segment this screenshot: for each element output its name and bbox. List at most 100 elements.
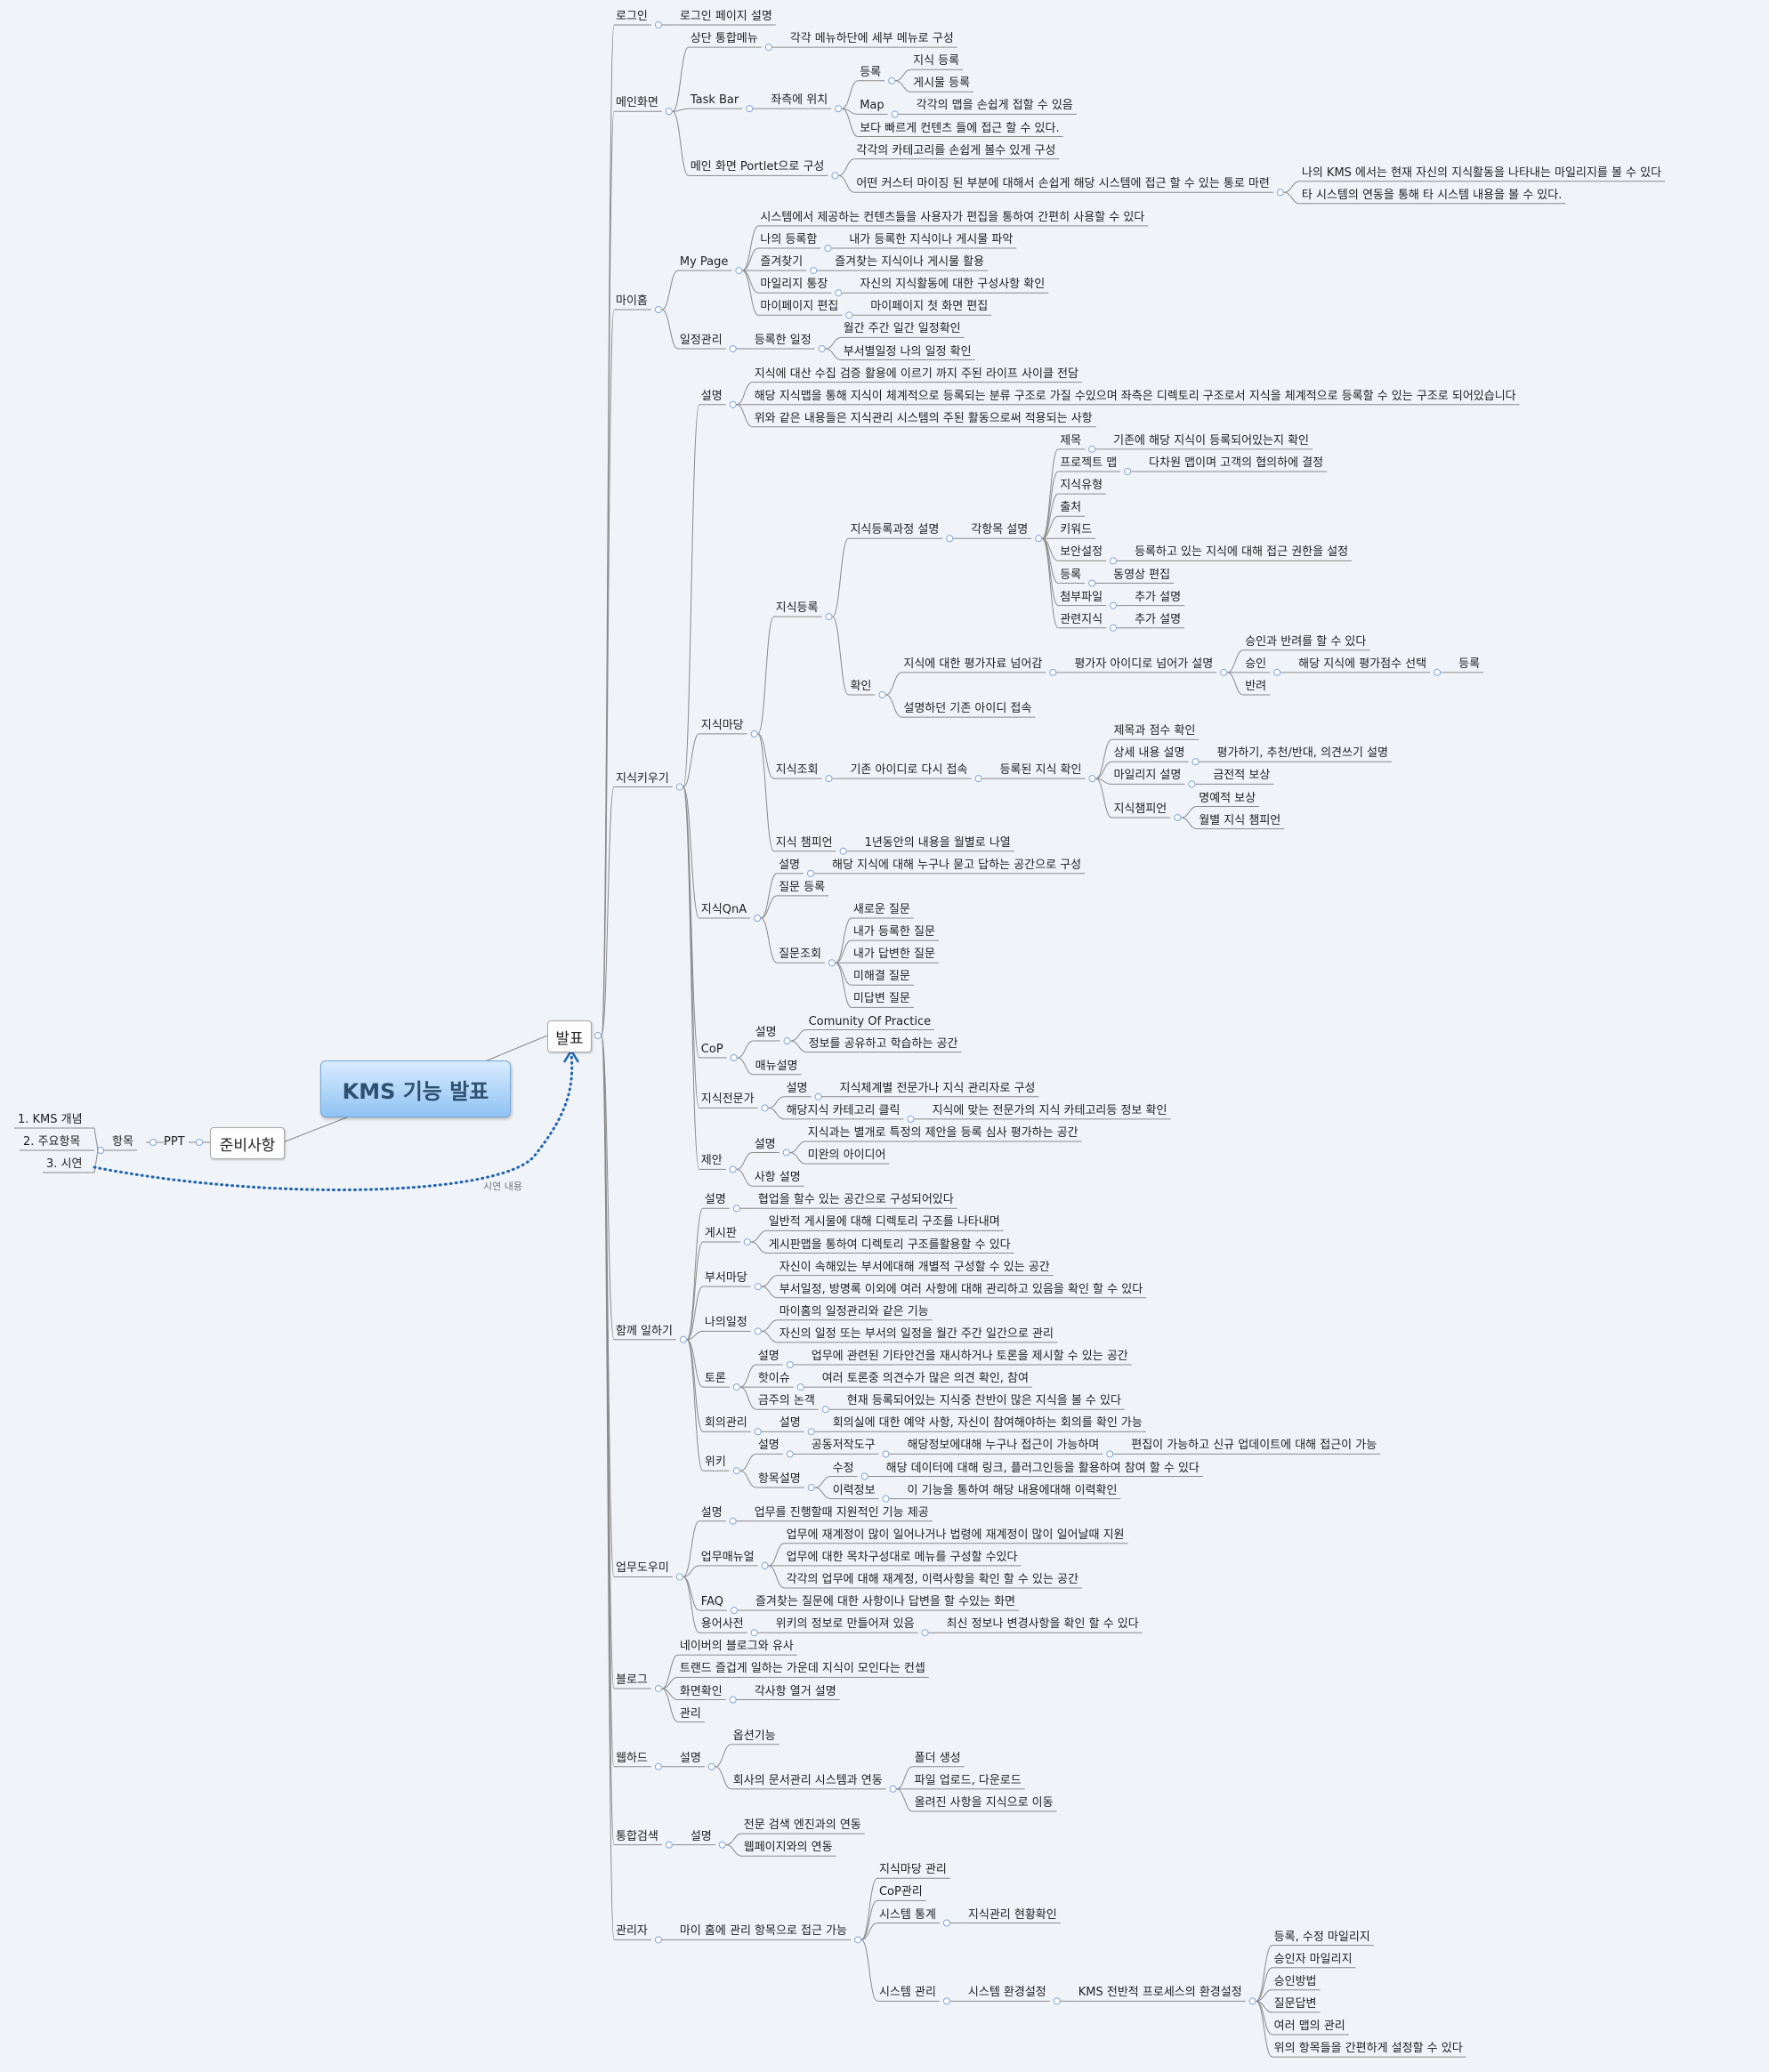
collapse-toggle-icon[interactable] [654, 1684, 662, 1692]
collapse-toggle-icon[interactable] [1220, 668, 1228, 676]
topic-node[interactable]: 키워드 [1060, 523, 1092, 537]
collapse-toggle-icon[interactable] [974, 775, 982, 783]
topic-node[interactable]: 화면확인 [680, 1685, 723, 1699]
topic-node[interactable]: 첨부파일 [1060, 591, 1103, 605]
topic-node[interactable]: 지식마당 관리 [879, 1863, 947, 1877]
collapse-toggle-icon[interactable] [807, 1428, 815, 1436]
collapse-toggle-icon[interactable] [594, 1032, 602, 1039]
collapse-toggle-icon[interactable] [1053, 1997, 1061, 2005]
topic-node[interactable]: 일정관리 [680, 334, 723, 348]
topic-node[interactable]: 각각의 카테고리를 손쉽게 볼수 있게 구성 [856, 144, 1055, 158]
collapse-toggle-icon[interactable] [729, 400, 737, 408]
topic-node[interactable]: 지식 챔피언 [776, 836, 833, 851]
topic-node[interactable]: 옵션기능 [733, 1729, 776, 1744]
topic-node[interactable]: 지식체계별 전문가나 지식 관리자로 구성 [840, 1082, 1036, 1096]
topic-node[interactable]: 반려 [1245, 680, 1266, 694]
collapse-toggle-icon[interactable] [732, 1467, 740, 1475]
collapse-toggle-icon[interactable] [946, 535, 954, 543]
topic-node[interactable]: 명예적 보상 [1199, 792, 1256, 806]
collapse-toggle-icon[interactable] [1110, 557, 1118, 565]
topic-node[interactable]: Map [860, 99, 884, 113]
collapse-toggle-icon[interactable] [654, 1936, 662, 1944]
collapse-toggle-icon[interactable] [888, 77, 896, 85]
topic-node[interactable]: 지식과는 별개로 특정의 제안을 등록 심사 평가하는 공간 [808, 1126, 1078, 1141]
topic-node[interactable]: 내가 답변한 질문 [853, 947, 935, 962]
topic-node[interactable]: 좌측에 위치 [771, 93, 828, 108]
collapse-toggle-icon[interactable] [665, 1841, 673, 1849]
topic-node[interactable]: 로그인 페이지 설명 [680, 10, 772, 24]
topic-node[interactable]: My Page [680, 255, 729, 270]
topic-node[interactable]: 내가 등록한 지식이나 게시물 파악 [849, 233, 1013, 247]
collapse-toggle-icon[interactable] [764, 44, 772, 52]
topic-node[interactable]: 마이페이지 첫 화면 편집 [870, 300, 988, 314]
collapse-toggle-icon[interactable] [1434, 668, 1442, 676]
topic-node[interactable]: 등록, 수정 마일리지 [1274, 1931, 1370, 1945]
topic-node[interactable]: 트랜드 즐겁게 일하는 가운데 지식이 모인다는 컨셉 [680, 1662, 925, 1676]
topic-node[interactable]: 설명 [691, 1830, 712, 1844]
topic-node[interactable]: 메인 화면 Portlet으로 구성 [691, 160, 825, 174]
topic-node[interactable]: 회의관리 [705, 1416, 747, 1431]
topic-node[interactable]: 항목설명 [758, 1472, 801, 1487]
topic-node[interactable]: 다차원 맵이며 고객의 협의하에 결정 [1149, 456, 1323, 471]
topic-node[interactable]: 자신의 지식활동에 대한 구성사항 확인 [860, 278, 1045, 292]
topic-node[interactable]: 해당 지식에 평가점수 선택 [1298, 657, 1426, 672]
topic-node[interactable]: 지식마당 [701, 719, 744, 733]
prep-item-node[interactable]: 항목 [112, 1135, 133, 1149]
topic-node[interactable]: 추가 설명 [1135, 613, 1181, 627]
topic-node[interactable]: 핫이슈 [758, 1372, 790, 1386]
collapse-toggle-icon[interactable] [782, 1149, 790, 1157]
topic-node[interactable]: 업무도우미 [616, 1561, 669, 1576]
topic-node[interactable]: 지식조회 [776, 763, 819, 778]
collapse-toggle-icon[interactable] [907, 1115, 915, 1123]
topic-node[interactable]: 타 시스템의 연동을 통해 타 시스템 내용을 볼 수 있다. [1302, 189, 1562, 203]
collapse-toggle-icon[interactable] [654, 1762, 662, 1770]
prep-ppt-node[interactable]: PPT [164, 1135, 185, 1149]
topic-node[interactable]: 마이홈의 일정관리와 같은 기능 [779, 1305, 929, 1319]
collapse-toggle-icon[interactable] [743, 1238, 751, 1246]
topic-node[interactable]: 수정 [833, 1462, 854, 1476]
topic-node[interactable]: 등록한 일정 [755, 334, 812, 348]
topic-node[interactable]: 설명 [758, 1350, 779, 1364]
collapse-toggle-icon[interactable] [860, 1472, 868, 1480]
collapse-toggle-icon[interactable] [828, 959, 836, 967]
collapse-toggle-icon[interactable] [889, 1785, 897, 1793]
topic-node[interactable]: 해당 데이터에 대해 링크, 플러그인등을 활용하여 참여 할 수 있다 [886, 1462, 1200, 1476]
topic-node[interactable]: 승인 [1245, 657, 1266, 672]
topic-node[interactable]: 설명 [779, 859, 800, 873]
collapse-toggle-icon[interactable] [1088, 775, 1096, 783]
collapse-toggle-icon[interactable] [878, 691, 886, 698]
topic-node[interactable]: 부서마당 [705, 1271, 747, 1286]
topic-node[interactable]: 마이 홈에 관리 항목으로 접근 가능 [680, 1924, 847, 1939]
topic-node[interactable]: 전문 검색 엔진과의 연동 [744, 1818, 861, 1833]
root-topic-kms-presentation[interactable]: KMS 기능 발표 [320, 1060, 511, 1117]
topic-node[interactable]: 설명 [758, 1439, 779, 1453]
topic-node[interactable]: 어떤 커스터 마이징 된 부분에 대해서 손쉽게 해당 시스템에 접근 할 수 … [856, 177, 1270, 191]
topic-node[interactable]: 네이버의 블로그와 유사 [680, 1640, 794, 1654]
topic-node[interactable]: 제목과 점수 확인 [1113, 724, 1195, 738]
topic-node[interactable]: 보다 빠르게 컨텐츠 들에 접근 할 수 있다. [860, 122, 1059, 136]
topic-node[interactable]: 일반적 게시물에 대해 디렉토리 구조를 나타내며 [769, 1215, 1000, 1229]
topic-node[interactable]: 업무를 진행할때 지원적인 기능 제공 [755, 1506, 929, 1520]
topic-node[interactable]: 승인자 마일리지 [1274, 1953, 1353, 1967]
topic-node[interactable]: 질문조회 [779, 947, 821, 962]
topic-node[interactable]: 등록 [860, 66, 881, 80]
topic-node[interactable]: 보안설정 [1060, 545, 1103, 560]
collapse-toggle-icon[interactable] [754, 1428, 762, 1436]
topic-node[interactable]: 부서일정, 방명록 이외에 여러 사항에 대해 관리하고 있음을 확인 할 수 … [779, 1283, 1143, 1297]
topic-node[interactable]: 게시판맵을 통하여 디렉토리 구조를활용할 수 있다 [769, 1238, 1011, 1253]
topic-node[interactable]: 기존 아이디로 다시 접속 [850, 763, 967, 778]
topic-node[interactable]: 협업을 할수 있는 공간으로 구성되어있다 [758, 1193, 954, 1207]
topic-node[interactable]: 회사의 문서관리 시스템과 연동 [733, 1774, 883, 1788]
topic-node[interactable]: 웹페이지와의 연동 [744, 1841, 833, 1855]
collapse-toggle-icon[interactable] [754, 1327, 762, 1335]
collapse-toggle-icon[interactable] [750, 730, 758, 738]
collapse-toggle-icon[interactable] [853, 1936, 861, 1944]
topic-node[interactable]: 등록 [1458, 657, 1480, 672]
topic-node[interactable]: 공동저작도구 [812, 1439, 876, 1453]
topic-node[interactable]: 블로그 [616, 1673, 648, 1688]
topic-node[interactable]: 해당 지식에 대해 누구나 묻고 답하는 공간으로 구성 [832, 859, 1081, 873]
collapse-toggle-icon[interactable] [831, 172, 839, 180]
collapse-toggle-icon[interactable] [746, 105, 754, 113]
topic-node[interactable]: 부서별일정 나의 일정 확인 [844, 345, 972, 359]
topic-node[interactable]: 관리 [680, 1707, 701, 1721]
